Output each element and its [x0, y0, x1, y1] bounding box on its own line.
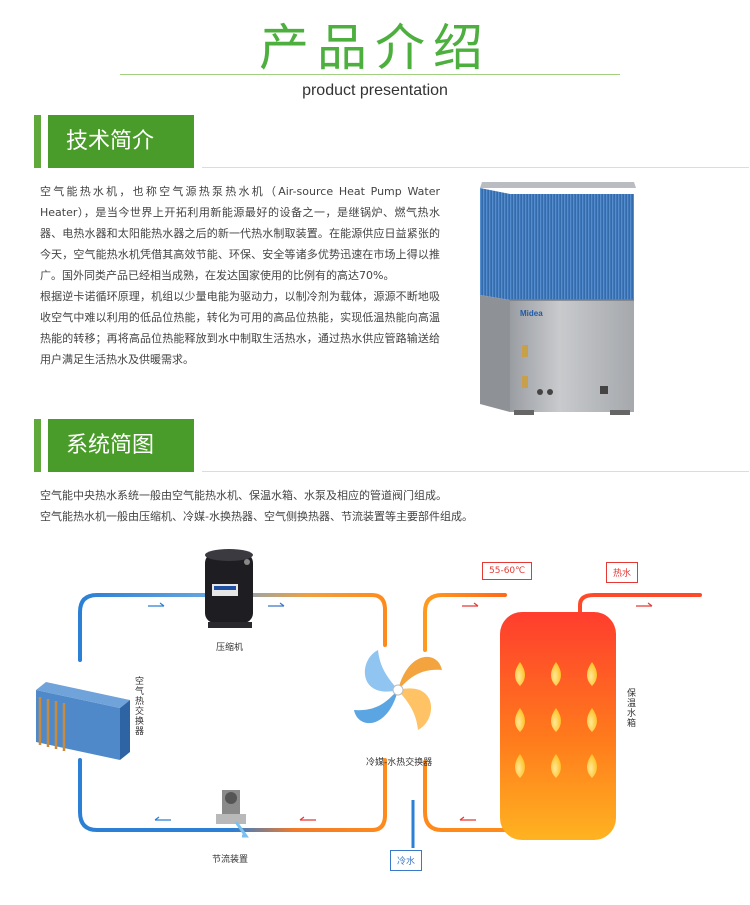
page-subtitle: product presentation: [302, 82, 448, 99]
cold-water-tag: 冷水: [390, 850, 423, 871]
page-title: 产品介绍: [259, 19, 491, 77]
heading-label: 系统简图: [48, 419, 194, 472]
section-heading-system: 系统简图: [34, 419, 749, 472]
system-diagram: [36, 549, 702, 848]
flow-arrow-icon: [459, 816, 476, 821]
tech-paragraph-1: 空气能热水机，也称空气源热泵热水机（Air-source Heat Pump W…: [40, 185, 440, 282]
throttle-label: 节流装置: [212, 855, 249, 865]
air-heat-exchanger-label: 空气热交换器: [133, 676, 143, 736]
section-heading-tech: 技术简介: [34, 115, 749, 168]
title-divider: [120, 74, 620, 75]
plate-heat-exchanger-icon: [354, 650, 442, 730]
compressor-icon: [205, 549, 253, 628]
system-line-1: 空气能中央热水系统一般由空气能热水机、保温水箱、水泵及相应的管道阀门组成。: [40, 489, 447, 502]
heading-label: 技术简介: [48, 115, 194, 168]
system-description: 空气能中央热水系统一般由空气能热水机、保温水箱、水泵及相应的管道阀门组成。 空气…: [40, 485, 720, 527]
tech-paragraph-2: 根据逆卡诺循环原理，机组以少量电能为驱动力，以制冷剂为载体，源源不断地吸收空气中…: [40, 290, 440, 366]
tech-description: 空气能热水机，也称空气源热泵热水机（Air-source Heat Pump W…: [40, 181, 440, 370]
return-water-pipe: [423, 760, 507, 832]
heading-rule: [202, 167, 749, 168]
water-heat-exchanger-label: 冷媒-水热交换器: [366, 758, 433, 768]
flow-arrow-icon: [462, 602, 479, 607]
heading-accent: [34, 419, 41, 472]
flow-arrow-icon: [148, 602, 165, 607]
tank-water-drops: [515, 662, 597, 778]
throttle-valve-icon: [216, 790, 249, 838]
hot-water-tag: 热水: [606, 562, 639, 583]
heading-accent: [34, 115, 41, 168]
hot-water-pipe: [423, 593, 507, 652]
heat-pump-unit-image: Midea: [480, 182, 636, 415]
temperature-tag: 55-60℃: [482, 562, 533, 580]
flow-arrow-icon: [268, 602, 285, 607]
heading-rule: [202, 471, 749, 472]
flow-arrow-icon: [154, 816, 171, 821]
flow-arrow-icon: [636, 602, 653, 607]
hot-water-outlet-pipe: [578, 593, 702, 620]
system-line-2: 空气能热水机一般由压缩机、冷媒-水换热器、空气侧换热器、节流装置等主要部件组成。: [40, 510, 473, 523]
tank-label: 保温水箱: [625, 688, 635, 728]
air-heat-exchanger-icon: [36, 682, 130, 760]
brand-logo: Midea: [520, 309, 543, 318]
flow-arrow-icon: [299, 816, 316, 821]
compressor-label: 压缩机: [216, 643, 244, 653]
refrigerant-pipe-bottom: [78, 758, 387, 832]
